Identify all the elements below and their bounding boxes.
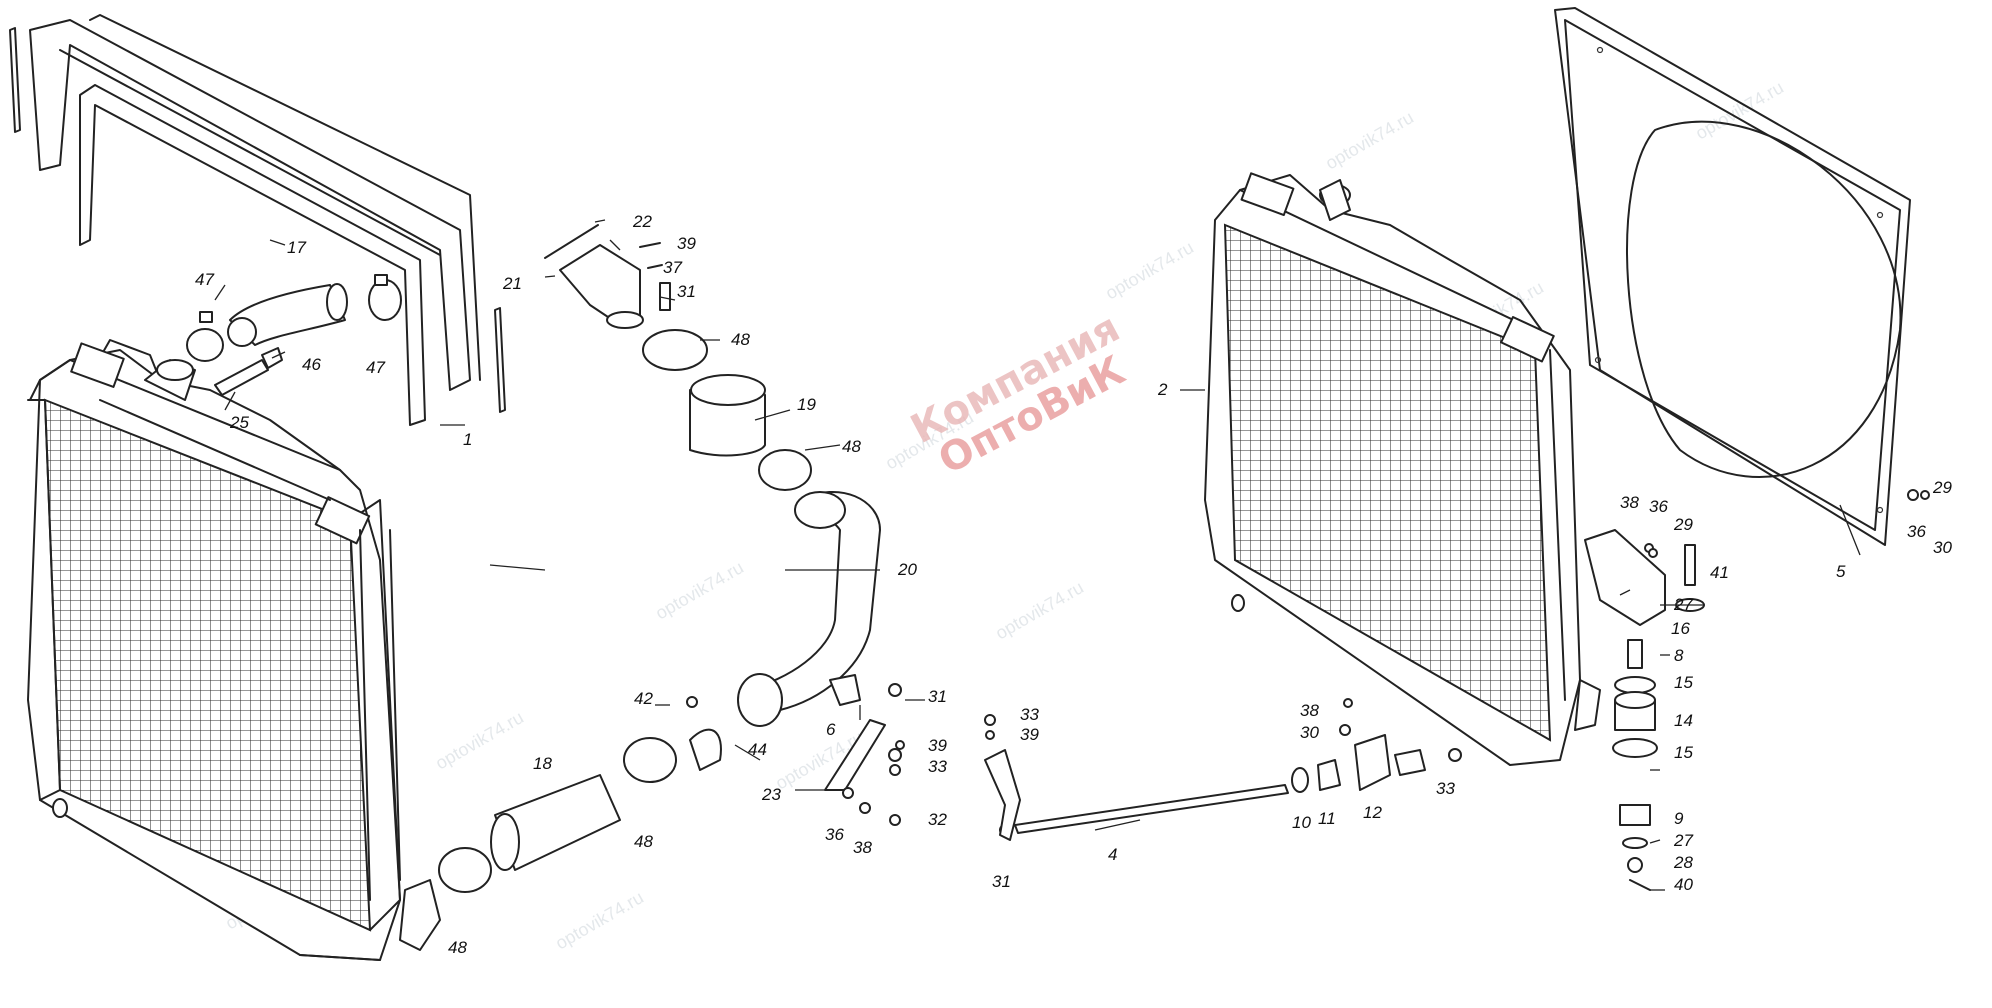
callout-5: 5 <box>1836 562 1846 581</box>
part-18-hose <box>490 774 621 871</box>
callout-46: 46 <box>302 355 321 374</box>
part-20-pipe <box>737 490 881 727</box>
part-31-bolt <box>659 282 671 311</box>
radiator-left <box>27 339 441 961</box>
callout-27b: 27 <box>1673 831 1693 850</box>
part-21-outlet-pipe <box>559 244 644 329</box>
callout-32: 32 <box>928 810 947 829</box>
callout-48b: 48 <box>842 437 861 456</box>
part-19-hose <box>689 374 766 457</box>
part-47-clamp <box>186 274 402 362</box>
part-17-hose <box>227 283 348 347</box>
callout-31b: 31 <box>928 687 947 706</box>
callout-48c: 48 <box>634 832 653 851</box>
callout-14: 14 <box>1674 711 1693 730</box>
callout-22: 22 <box>632 212 652 231</box>
callout-44: 44 <box>748 740 767 759</box>
part-10-11-washers <box>1291 759 1341 793</box>
callout-39a: 39 <box>677 234 696 253</box>
callout-31c: 31 <box>992 872 1011 891</box>
callout-38a: 38 <box>853 838 872 857</box>
callout-15b: 15 <box>1674 743 1693 762</box>
part-48-clamp <box>438 329 812 893</box>
part-6-drain-tap <box>829 674 861 706</box>
small-fasteners-group <box>686 489 1930 836</box>
watermark-text: optovik74.ru <box>1102 237 1197 303</box>
callout-42: 42 <box>634 689 653 708</box>
callout-27a: 27 <box>1673 595 1693 614</box>
callout-39c: 39 <box>1020 725 1039 744</box>
callout-37: 37 <box>663 258 682 277</box>
watermark-text: optovik74.ru <box>1692 77 1787 143</box>
isolator-stack <box>1612 598 1705 891</box>
callout-39b: 39 <box>928 736 947 755</box>
callout-40: 40 <box>1674 875 1693 894</box>
callout-9: 9 <box>1674 809 1684 828</box>
part-41-bolt <box>1684 544 1696 586</box>
callout-20: 20 <box>897 560 917 579</box>
callout-29a: 29 <box>1673 515 1693 534</box>
callout-2: 2 <box>1157 380 1168 399</box>
callout-36c: 36 <box>1907 522 1926 541</box>
watermark-text: optovik74.ru <box>552 887 647 953</box>
callout-1: 1 <box>463 430 472 449</box>
callout-11: 11 <box>1318 809 1336 828</box>
part-5-fan-shroud <box>1554 7 1911 546</box>
callout-48d: 48 <box>448 938 467 957</box>
callout-30a: 30 <box>1300 723 1319 742</box>
part-16-support <box>1584 529 1666 626</box>
callout-48a: 48 <box>731 330 750 349</box>
callout-15a: 15 <box>1674 673 1693 692</box>
callout-18: 18 <box>533 754 552 773</box>
watermark-text: optovik74.ru <box>652 557 747 623</box>
watermark-text: optovik74.ru <box>992 577 1087 643</box>
watermark-text: optovik74.ru <box>1322 107 1417 173</box>
callout-38c: 38 <box>1620 493 1639 512</box>
callout-21: 21 <box>502 274 522 293</box>
callout-31a: 31 <box>677 282 696 301</box>
callout-36a: 36 <box>825 825 844 844</box>
callout-8: 8 <box>1674 646 1684 665</box>
callout-33b: 33 <box>1020 705 1039 724</box>
callout-16: 16 <box>1671 619 1690 638</box>
callout-36b: 36 <box>1649 497 1668 516</box>
part-23-bracket <box>824 719 886 791</box>
part-25-pipe <box>214 359 269 396</box>
callout-41: 41 <box>1710 563 1729 582</box>
callout-47b: 47 <box>366 358 385 377</box>
callout-6: 6 <box>826 720 836 739</box>
radiator-right <box>1204 172 1601 766</box>
part-1-frame-strips <box>9 14 506 426</box>
watermark-text: optovik74.ru <box>432 707 527 773</box>
callout-30b: 30 <box>1933 538 1952 557</box>
callout-38b: 38 <box>1300 701 1319 720</box>
callout-33a: 33 <box>928 757 947 776</box>
part-12-bracket <box>1354 734 1426 791</box>
callout-17: 17 <box>287 238 306 257</box>
callout-4: 4 <box>1108 845 1117 864</box>
callout-labels: 1 2 4 5 6 8 9 10 11 12 14 15 15 16 17 18… <box>195 212 1952 957</box>
callout-19: 19 <box>797 395 816 414</box>
callout-25: 25 <box>229 413 249 432</box>
callout-10: 10 <box>1292 813 1311 832</box>
callout-23: 23 <box>761 785 781 804</box>
callout-12: 12 <box>1363 803 1382 822</box>
leader-lines <box>214 219 1861 891</box>
part-4-tie-rod <box>984 749 1289 841</box>
part-37-39-washers <box>639 242 663 269</box>
part-22-rod <box>544 224 599 259</box>
callout-29b: 29 <box>1932 478 1952 497</box>
callout-28: 28 <box>1673 853 1693 872</box>
part-44-bracket <box>689 728 722 771</box>
callout-47a: 47 <box>195 270 214 289</box>
callout-33c: 33 <box>1436 779 1455 798</box>
